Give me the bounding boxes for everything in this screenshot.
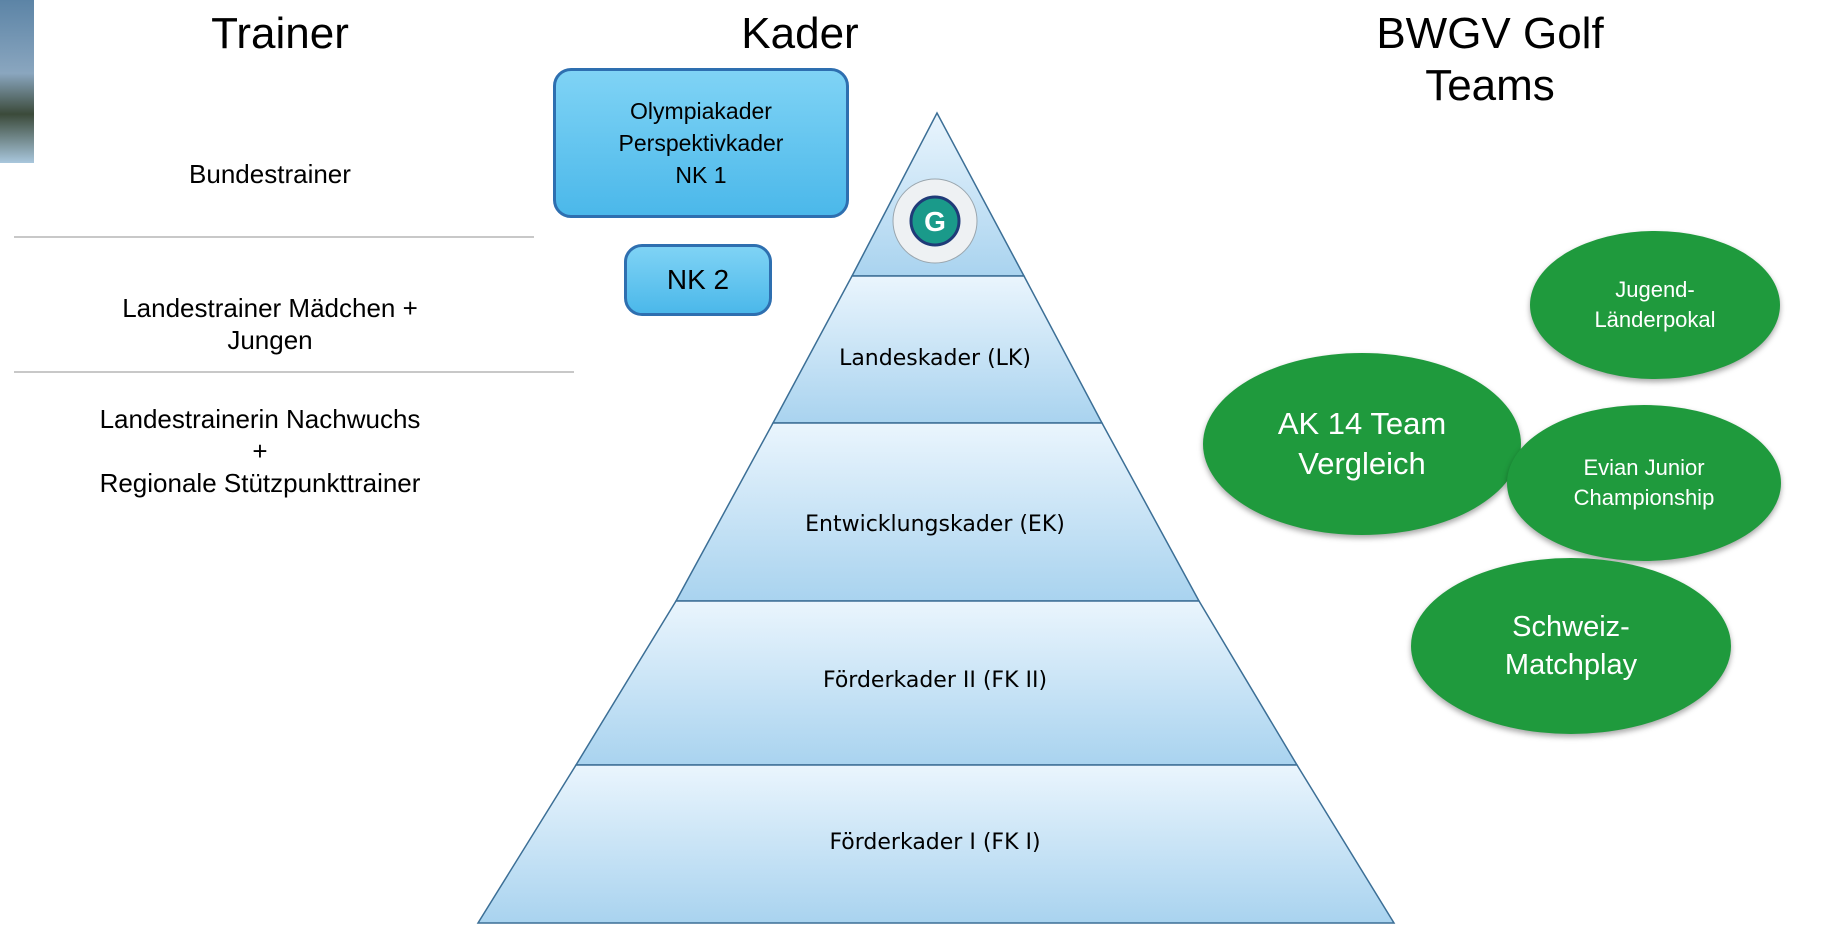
kader-heading: Kader: [741, 9, 859, 58]
trainer-landestrainer-line2: Jungen: [227, 325, 313, 355]
olympia-box-line2: Perspektivkader: [618, 130, 784, 156]
team-oval-laenderpokal-line1: Jugend-: [1615, 277, 1695, 302]
teams-heading: BWGV Golf Teams: [1330, 8, 1650, 112]
trainer-nachwuchs-line2: +: [252, 436, 268, 466]
team-oval-schweiz-line2: Matchplay: [1504, 649, 1638, 681]
layer-label-fk2: Förderkader II (FK II): [822, 668, 1048, 693]
teams-heading-line1: BWGV Golf: [1376, 9, 1604, 58]
trainer-nachwuchs-line1: Landestrainerin Nachwuchs: [99, 404, 421, 434]
team-oval-laenderpokal: Jugend- Länderpokal: [1530, 231, 1780, 379]
team-oval-evian: Evian Junior Championship: [1507, 405, 1781, 561]
team-oval-ak14-line1: AK 14 Team: [1277, 406, 1447, 441]
trainer-landestrainer-line1: Landestrainer Mädchen +: [122, 293, 418, 323]
teams-heading-line2: Teams: [1425, 61, 1555, 110]
separator-line-top: [14, 236, 534, 238]
separator-line-bottom: [14, 371, 574, 373]
team-oval-evian-line1: Evian Junior: [1583, 455, 1705, 480]
dgv-logo-icon: [892, 178, 978, 264]
team-oval-schweiz-line1: Schweiz-: [1512, 611, 1630, 643]
trainer-landestrainer: Landestrainer Mädchen + Jungen: [20, 292, 520, 356]
olympia-box: Olympiakader Perspektivkader NK 1: [553, 68, 849, 218]
pyramid-layer-fk1: [476, 764, 1396, 924]
team-oval-ak14-line2: Vergleich: [1298, 446, 1426, 481]
trainer-nachwuchs: Landestrainerin Nachwuchs + Regionale St…: [10, 403, 510, 499]
layer-label-lk: Landeskader (LK): [839, 346, 1031, 371]
team-oval-laenderpokal-line2: Länderpokal: [1594, 307, 1716, 332]
corner-photo: [0, 0, 34, 163]
team-oval-schweiz: Schweiz- Matchplay: [1411, 558, 1731, 734]
team-oval-ak14: AK 14 Team Vergleich: [1203, 353, 1521, 535]
layer-label-fk1: Förderkader I (FK I): [829, 830, 1041, 855]
layer-label-ek: Entwicklungskader (EK): [805, 512, 1065, 537]
team-oval-evian-line2: Championship: [1573, 485, 1715, 510]
dgv-logo-letter: G: [924, 206, 946, 237]
olympia-box-line1: Olympiakader: [630, 98, 772, 124]
trainer-bundestrainer: Bundestrainer: [189, 159, 351, 189]
trainer-heading: Trainer: [211, 9, 349, 58]
nk2-box: NK 2: [624, 244, 772, 316]
trainer-nachwuchs-line3: Regionale Stützpunkttrainer: [99, 468, 421, 498]
olympia-box-line3: NK 1: [675, 162, 727, 188]
